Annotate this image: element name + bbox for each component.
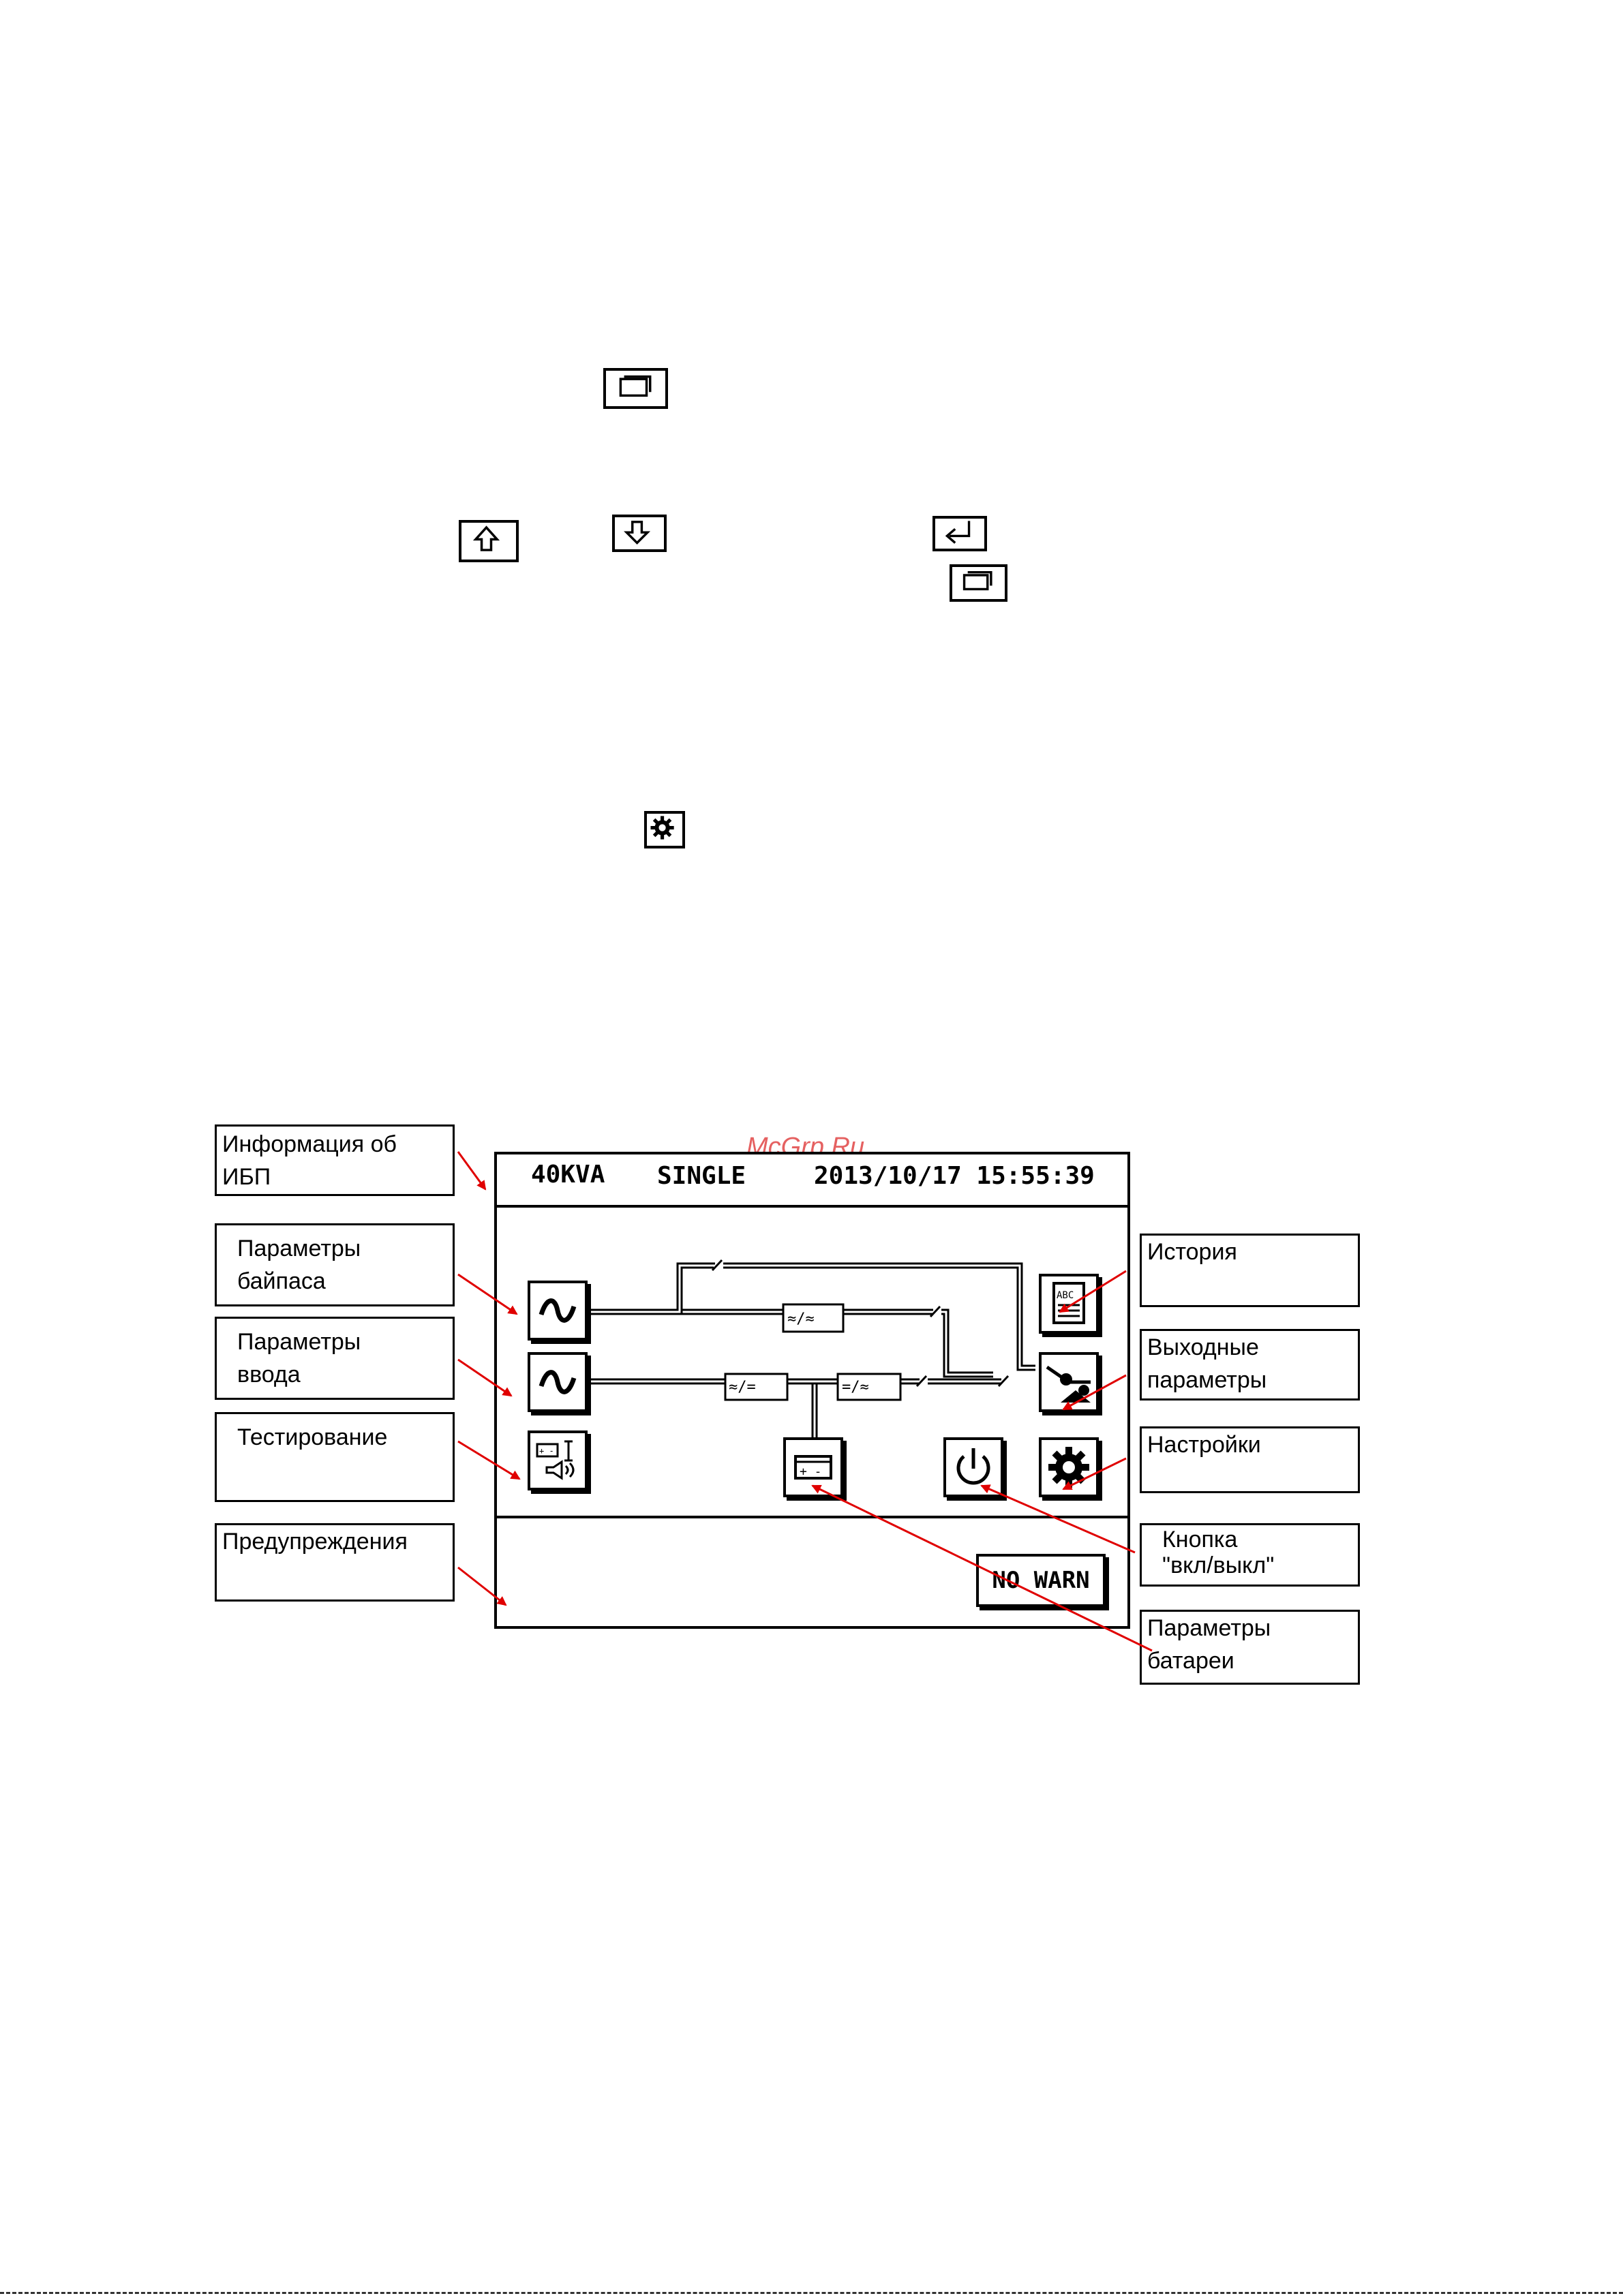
arrow-output	[1063, 1375, 1126, 1409]
arrow-testing	[458, 1441, 519, 1479]
arrow-bypass	[458, 1274, 517, 1314]
arrow-battery	[813, 1486, 1152, 1651]
arrow-history	[1060, 1271, 1126, 1312]
arrow-warnings	[458, 1567, 506, 1605]
arrow-settings	[1063, 1458, 1126, 1489]
arrow-input	[458, 1360, 511, 1396]
page-bottom-divider	[0, 2292, 1623, 2294]
arrow-power	[982, 1486, 1135, 1552]
arrow-ups-info	[458, 1152, 485, 1189]
